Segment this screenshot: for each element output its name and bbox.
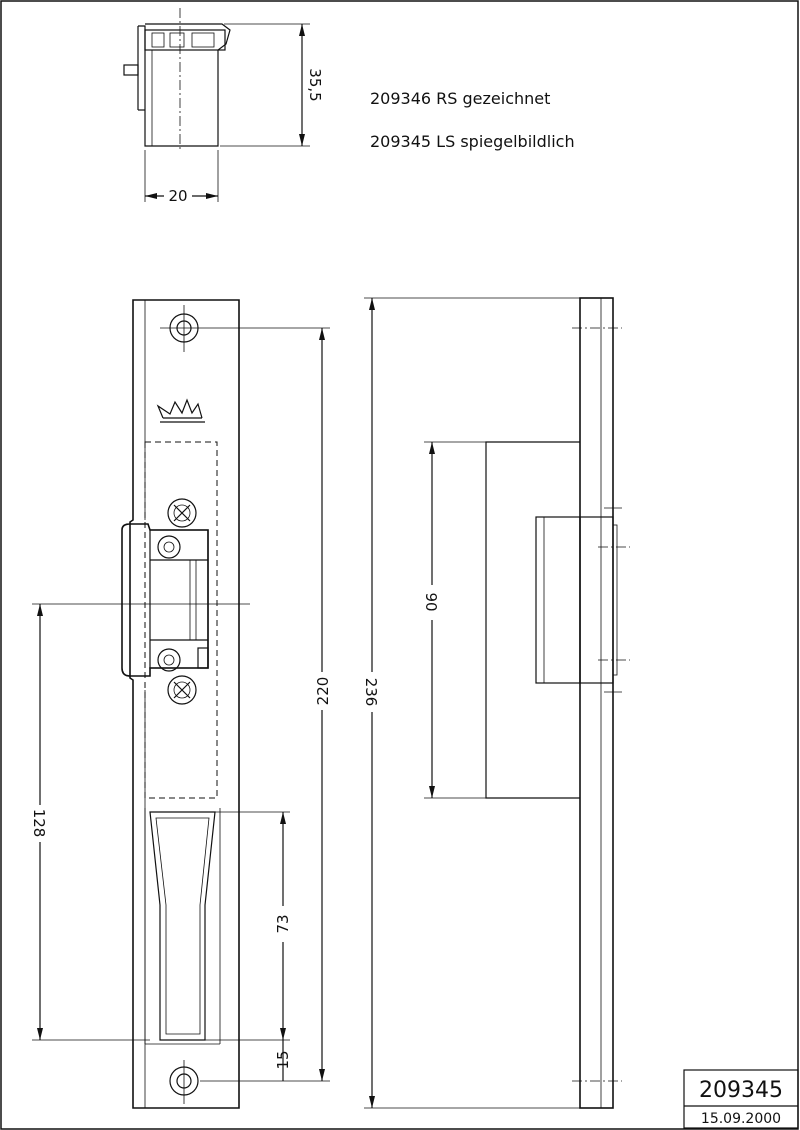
dim-73: 73 — [274, 914, 292, 933]
dim-236: 236 — [362, 678, 380, 707]
dim-220: 220 — [314, 677, 332, 706]
dim-128: 128 — [30, 809, 48, 838]
side-view — [364, 297, 630, 1109]
dim-top-height: 35,5 — [306, 68, 324, 101]
note-ls: 209345 LS spiegelbildlich — [370, 132, 575, 151]
note-rs: 209346 RS gezeichnet — [370, 89, 550, 108]
front-view — [32, 299, 330, 1109]
top-view — [123, 8, 310, 202]
crown-icon — [156, 398, 205, 423]
title-block-date: 15.09.2000 — [701, 1111, 781, 1127]
dim-15: 15 — [274, 1050, 292, 1069]
dim-top-width: 20 — [168, 187, 187, 205]
title-block-number: 209345 — [699, 1078, 783, 1103]
title-block — [683, 1069, 799, 1129]
dim-90: 90 — [422, 592, 440, 611]
